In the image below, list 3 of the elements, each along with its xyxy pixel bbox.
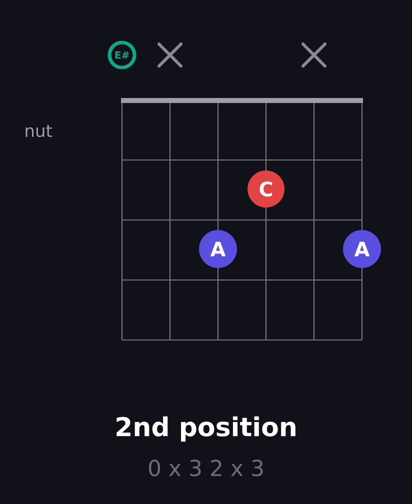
chord-title: 2nd position <box>116 416 296 442</box>
fingering-caption: 0 x 3 2 x 3 <box>148 460 263 476</box>
nut-label: nut <box>26 124 52 138</box>
